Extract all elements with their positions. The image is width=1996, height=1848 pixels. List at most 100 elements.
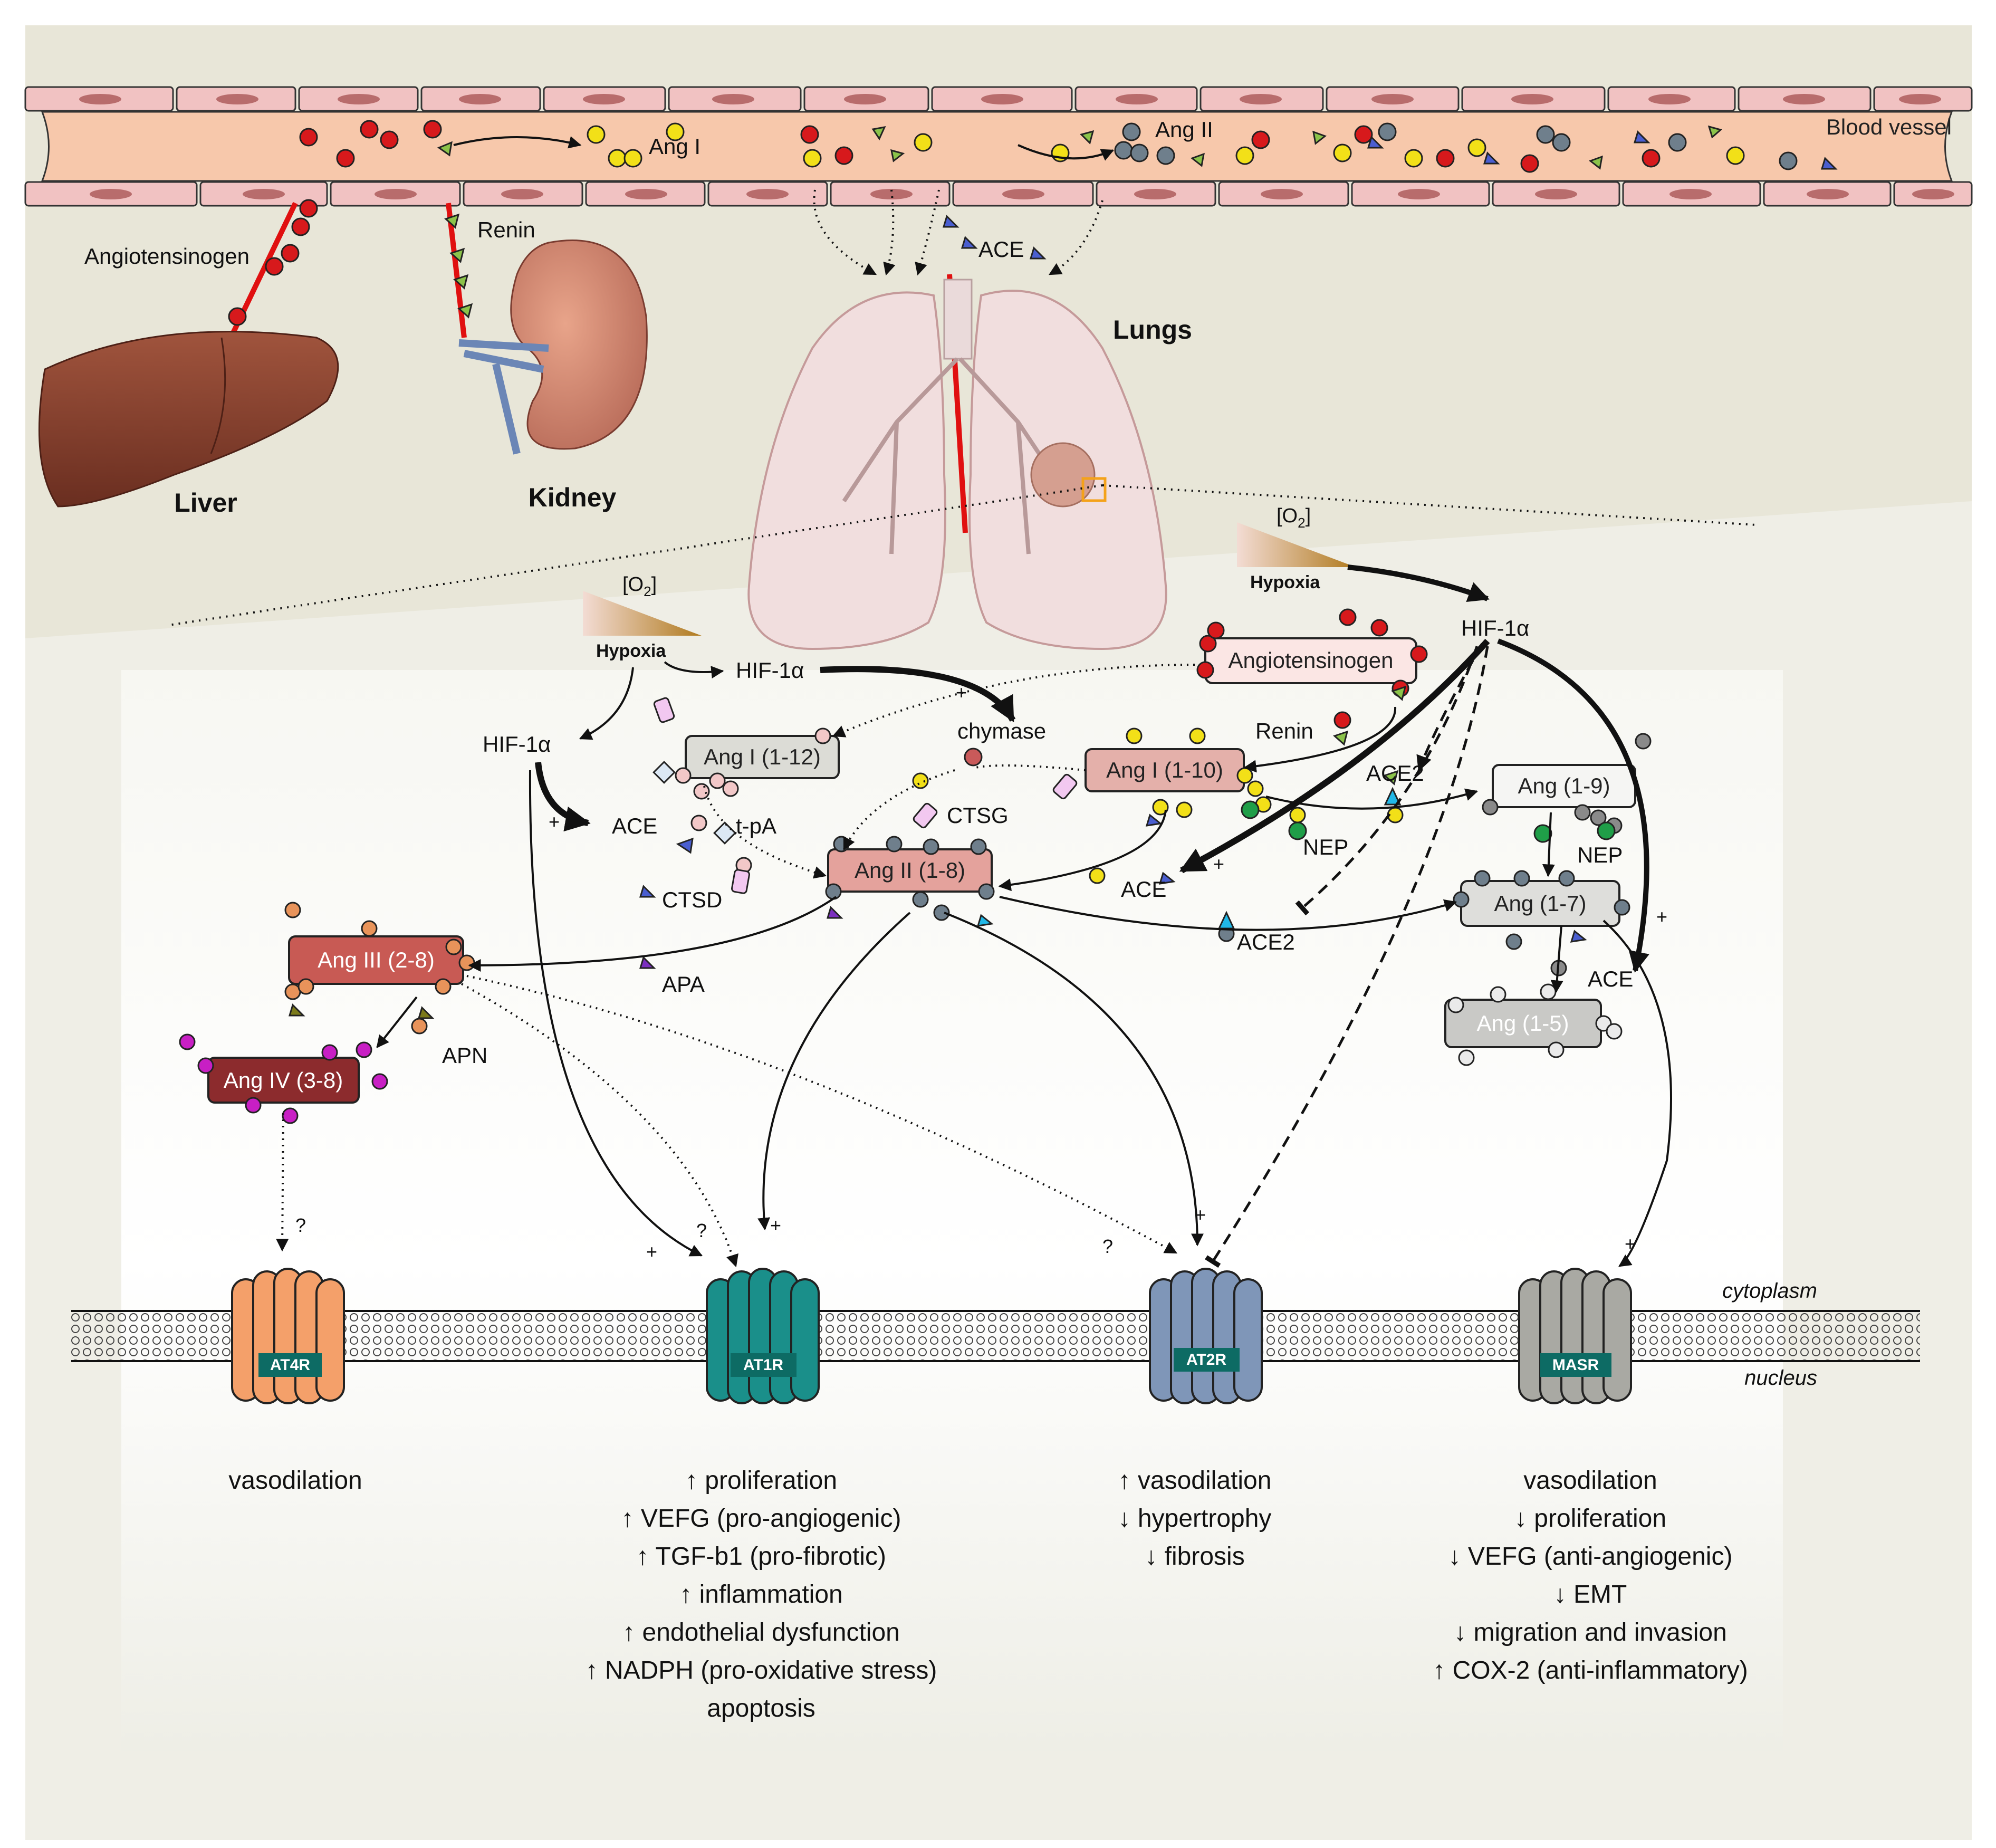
- tumor-zoom-box: [1081, 477, 1107, 502]
- lungs-label: Lungs: [1113, 315, 1192, 344]
- o2-gradient-left: [O2] Hypoxia: [583, 573, 702, 661]
- effects-at4r: vasodilation: [228, 1467, 362, 1495]
- effects-at1r: ↑ proliferation ↑ VEFG (pro-angiogenic) …: [586, 1467, 937, 1722]
- o2-label: [O2]: [1277, 505, 1311, 531]
- plus-sign: +: [1625, 1233, 1636, 1255]
- effect-line: ↓ fibrosis: [1145, 1543, 1244, 1571]
- at2r-label: AT2R: [1186, 1351, 1226, 1368]
- vessel-ang2-label: Ang II: [1155, 117, 1213, 142]
- ctsg-label: CTSG: [947, 803, 1009, 828]
- cytoplasm-label: cytoplasm: [1722, 1279, 1817, 1303]
- pathway-nodes: Angiotensinogen Ang I (1-12) Ang I (1-10…: [207, 637, 1636, 1104]
- pathway-arrows: [376, 564, 1672, 1267]
- cell-panel: [121, 670, 1783, 1751]
- nep-label-mid: NEP: [1303, 835, 1348, 859]
- ctsd-label: CTSD: [662, 887, 722, 912]
- ang4-node: [207, 1057, 360, 1104]
- kidney-organ: Kidney Renin: [444, 203, 648, 512]
- trachea: [943, 279, 973, 360]
- receptor-at1r: AT1R: [706, 1268, 820, 1404]
- angiotensinogen-node-label: Angiotensinogen: [1229, 648, 1394, 673]
- lungs-organ: Lungs ACE: [747, 189, 1192, 650]
- ace-cleavage-arrow: [1018, 144, 1115, 161]
- plus-sign: +: [770, 1214, 781, 1236]
- effect-line: ↓ EMT: [1554, 1581, 1627, 1608]
- plus-sign: +: [956, 682, 967, 703]
- kidney-label: Kidney: [529, 483, 617, 512]
- ang1-9-label: Ang (1-9): [1518, 773, 1610, 798]
- kidney-vessels: [458, 339, 549, 455]
- angiotensinogen-label: Angiotensinogen: [84, 244, 250, 269]
- kidney-image: [510, 240, 648, 450]
- enzyme-glyphs: [288, 685, 1616, 1019]
- hypoxia-label: Hypoxia: [1250, 572, 1320, 592]
- ace2-label-top: ACE2: [1366, 761, 1424, 786]
- renin-enzyme-label: Renin: [1255, 719, 1313, 743]
- renin-cleavage-arrow: [453, 136, 582, 149]
- effect-line: ↑ COX-2 (anti-inflammatory): [1433, 1657, 1748, 1684]
- plus-sign: +: [646, 1241, 657, 1262]
- hif1a-label-left: HIF-1α: [483, 732, 551, 757]
- effect-line: ↓ proliferation: [1514, 1505, 1666, 1533]
- lung-ace-markers: [942, 215, 1047, 260]
- hif1a-label-right: HIF-1α: [1461, 616, 1529, 640]
- liver-lobe-line: [210, 337, 226, 454]
- liver-label: Liver: [174, 488, 237, 518]
- effect-line: ↑ proliferation: [685, 1467, 837, 1495]
- ace-label-mid: ACE: [1121, 877, 1166, 902]
- receptor-badge: [731, 1353, 797, 1377]
- signs: + + + + + + + + ? ? ?: [295, 682, 1667, 1262]
- ang1-12-label: Ang I (1-12): [704, 744, 821, 769]
- effect-line: ↑ inflammation: [679, 1581, 842, 1608]
- effect-line: ↓ hypertrophy: [1118, 1505, 1272, 1533]
- question-sign: ?: [696, 1220, 707, 1241]
- receptor-helices: [231, 1268, 345, 1404]
- ang1-12-node: [685, 735, 840, 779]
- tumor: [1030, 442, 1096, 508]
- effect-line: ↓ VEFG (anti-angiogenic): [1448, 1543, 1733, 1571]
- receptor-helices: [1149, 1268, 1263, 1404]
- plus-sign: +: [1656, 906, 1667, 927]
- chymase-label: chymase: [957, 719, 1046, 743]
- at4r-label: AT4R: [270, 1356, 310, 1374]
- receptor-badge: [258, 1353, 322, 1377]
- masr-label: MASR: [1552, 1356, 1599, 1374]
- ang3-label: Ang III (2-8): [318, 947, 435, 972]
- effects-masr: vasodilation ↓ proliferation ↓ VEFG (ant…: [1433, 1467, 1748, 1684]
- tpa-label: t-pA: [736, 813, 776, 838]
- effect-line: vasodilation: [1523, 1467, 1657, 1495]
- ang2-label: Ang II (1-8): [855, 858, 965, 883]
- ace-label-left: ACE: [612, 813, 657, 838]
- receptor-masr: MASR: [1518, 1268, 1632, 1404]
- effect-line: ↑ VEFG (pro-angiogenic): [621, 1505, 901, 1533]
- bronchi: [842, 357, 1073, 554]
- receptor-at2r: AT2R: [1149, 1268, 1263, 1404]
- dashed-arrows: [1205, 643, 1489, 1268]
- receptor-helices: [706, 1268, 820, 1404]
- o2-gradient-right: [O2] Hypoxia: [1237, 505, 1356, 592]
- effect-line: ↓ migration and invasion: [1454, 1619, 1727, 1646]
- o2-wedge: [583, 591, 702, 636]
- o2-wedge: [1237, 522, 1356, 567]
- plus-sign: +: [1195, 1204, 1206, 1225]
- ang1-5-label: Ang (1-5): [1476, 1011, 1569, 1036]
- ace-label-right: ACE: [1588, 966, 1633, 991]
- plus-sign: +: [549, 811, 560, 832]
- plus-sign: +: [1213, 853, 1224, 875]
- node-residues: [179, 608, 1652, 1124]
- membrane-lipids: [71, 1311, 1920, 1361]
- kidney-renin-markers: [444, 213, 473, 319]
- question-sign: ?: [1102, 1236, 1113, 1257]
- ang2-node: [827, 848, 993, 893]
- nucleus-label: nucleus: [1744, 1366, 1817, 1390]
- hypoxia-label: Hypoxia: [596, 641, 666, 661]
- question-sign: ?: [295, 1214, 306, 1236]
- apn-label: APN: [442, 1043, 487, 1068]
- vessel-cell-nuclei: [79, 94, 1954, 199]
- effects-at2r: ↑ vasodilation ↓ hypertrophy ↓ fibrosis: [1118, 1467, 1272, 1571]
- kidney-secretion-line: [446, 203, 467, 338]
- blood-vessel: Blood vessel Ang I Ang II: [24, 86, 1973, 207]
- effect-line: apoptosis: [707, 1694, 815, 1722]
- ang1-10-label: Ang I (1-10): [1106, 758, 1223, 782]
- effect-line: ↑ TGF-b1 (pro-fibrotic): [636, 1543, 886, 1571]
